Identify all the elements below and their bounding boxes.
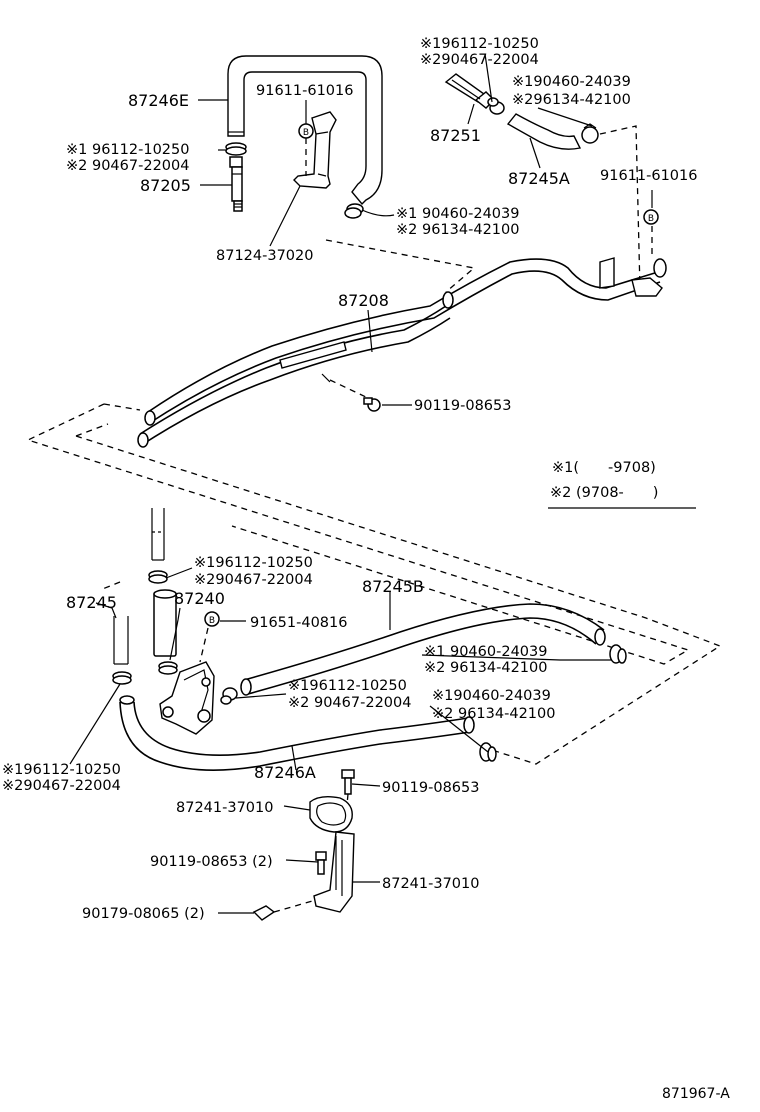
- label-clamp-2-lower-right: ※2 96134-42100: [424, 660, 547, 676]
- label-87241-a: 87241-37010: [176, 800, 274, 816]
- label-87241-b: 87241-37010: [382, 876, 480, 892]
- hose-clamp-87245a: [581, 123, 599, 144]
- hose-87240: [153, 589, 177, 657]
- legend-note-1: ※1( -9708): [552, 460, 656, 476]
- hose-87245: [113, 616, 129, 665]
- label-87245b: 87245B: [362, 577, 424, 596]
- pipe-87251: [444, 73, 495, 109]
- hose-clamp-87240: [158, 661, 178, 675]
- label-90119-bottom: 90119-08653 (2): [150, 854, 273, 870]
- label-87245: 87245: [66, 593, 117, 612]
- guide-line-dashed: [99, 581, 121, 591]
- marker-b-text: B: [648, 214, 654, 224]
- hose-stub-upper: [151, 508, 165, 561]
- water-valve-assembly: [159, 661, 215, 735]
- label-clamp-1-right: ※190460-24039: [512, 74, 631, 90]
- label-87251: 87251: [430, 126, 481, 145]
- label-clamp-2-right: ※296134-42100: [512, 92, 631, 108]
- label-clamp-2-top-right: ※290467-22004: [420, 52, 539, 68]
- hose-clamp-87245: [112, 671, 132, 685]
- legend-note-2: ※2 (9708- ): [550, 485, 658, 501]
- label-clamp-2-lower-top: ※290467-22004: [194, 572, 313, 588]
- label-87246a: 87246A: [254, 763, 316, 782]
- label-91611-top: 91611-61016: [256, 83, 354, 99]
- hose-87245a: [506, 113, 582, 150]
- label-87240: 87240: [174, 589, 225, 608]
- label-clamp-2-top-left: ※2 90467-22004: [66, 158, 189, 174]
- bracket-87124: [293, 111, 337, 189]
- label-clamp-1-lower-mid: ※196112-10250: [288, 678, 407, 694]
- label-90119-top: 90119-08653: [414, 398, 512, 414]
- label-87208: 87208: [338, 291, 389, 310]
- guide-box-dashed: [75, 423, 109, 437]
- hose-clamp-top-left: [225, 142, 247, 156]
- label-clamp-1-lower-top: ※196112-10250: [194, 555, 313, 571]
- label-clamp-1-top-left: ※1 96112-10250: [66, 142, 189, 158]
- guide-line-dashed: [599, 125, 641, 291]
- diagram-reference-code: 871967-A: [662, 1086, 730, 1102]
- hose-87245b: [240, 603, 606, 696]
- label-clamp-1-lower-right: ※1 90460-24039: [424, 644, 547, 660]
- label-91611-right: 91611-61016: [600, 168, 698, 184]
- guide-line-dashed: [325, 239, 476, 293]
- guide-box-dashed: [75, 435, 722, 765]
- label-clamp-2-lower-far-right: ※2 96134-42100: [432, 706, 555, 722]
- label-90179: 90179-08065 (2): [82, 906, 205, 922]
- label-91651: 91651-40816: [250, 615, 348, 631]
- hose-87246a: [119, 695, 475, 771]
- bolt-marker-b-lower: B: [199, 611, 220, 663]
- label-clamp-2-lower-mid: ※2 90467-22004: [288, 695, 411, 711]
- label-clamp-1-top-right: ※196112-10250: [420, 36, 539, 52]
- marker-b-text: B: [303, 128, 309, 138]
- label-87245a: 87245A: [508, 169, 570, 188]
- gasket-87241: [309, 795, 353, 833]
- leader-lines: [69, 53, 696, 914]
- water-pipe-87208: [137, 257, 667, 448]
- label-clamp-2-mid: ※2 96134-42100: [396, 222, 519, 238]
- label-87124: 87124-37020: [216, 248, 314, 264]
- label-clamp-2-lower-left: ※290467-22004: [2, 778, 121, 794]
- bolt-90119-top: [329, 379, 381, 412]
- marker-b-text: B: [209, 616, 215, 626]
- hose-87246e: [227, 55, 383, 206]
- hose-clamp-lower-top: [148, 570, 168, 584]
- bolt-marker-b-top: B: [298, 123, 314, 176]
- label-clamp-1-lower-left: ※196112-10250: [2, 762, 121, 778]
- bolt-90119-bottom: [315, 851, 327, 875]
- label-87205: 87205: [140, 176, 191, 195]
- label-clamp-1-lower-far-right: ※190460-24039: [432, 688, 551, 704]
- bracket-87241: [313, 831, 355, 913]
- water-valve-87205: [229, 156, 243, 212]
- hose-clamp-87251: [487, 97, 505, 115]
- label-90119-mid: 90119-08653: [382, 780, 480, 796]
- nut-90179: [252, 899, 317, 921]
- guide-box-dashed: [103, 403, 141, 411]
- label-87246e: 87246E: [128, 91, 189, 110]
- hose-clamp-mid: [344, 203, 364, 219]
- guide-box-dashed: [26, 403, 690, 665]
- hose-clamp-87245b-right: [609, 644, 627, 664]
- bolt-marker-b-right: B: [643, 209, 659, 225]
- label-clamp-1-mid: ※1 90460-24039: [396, 206, 519, 222]
- hose-clamp-87245b-left: [220, 687, 238, 705]
